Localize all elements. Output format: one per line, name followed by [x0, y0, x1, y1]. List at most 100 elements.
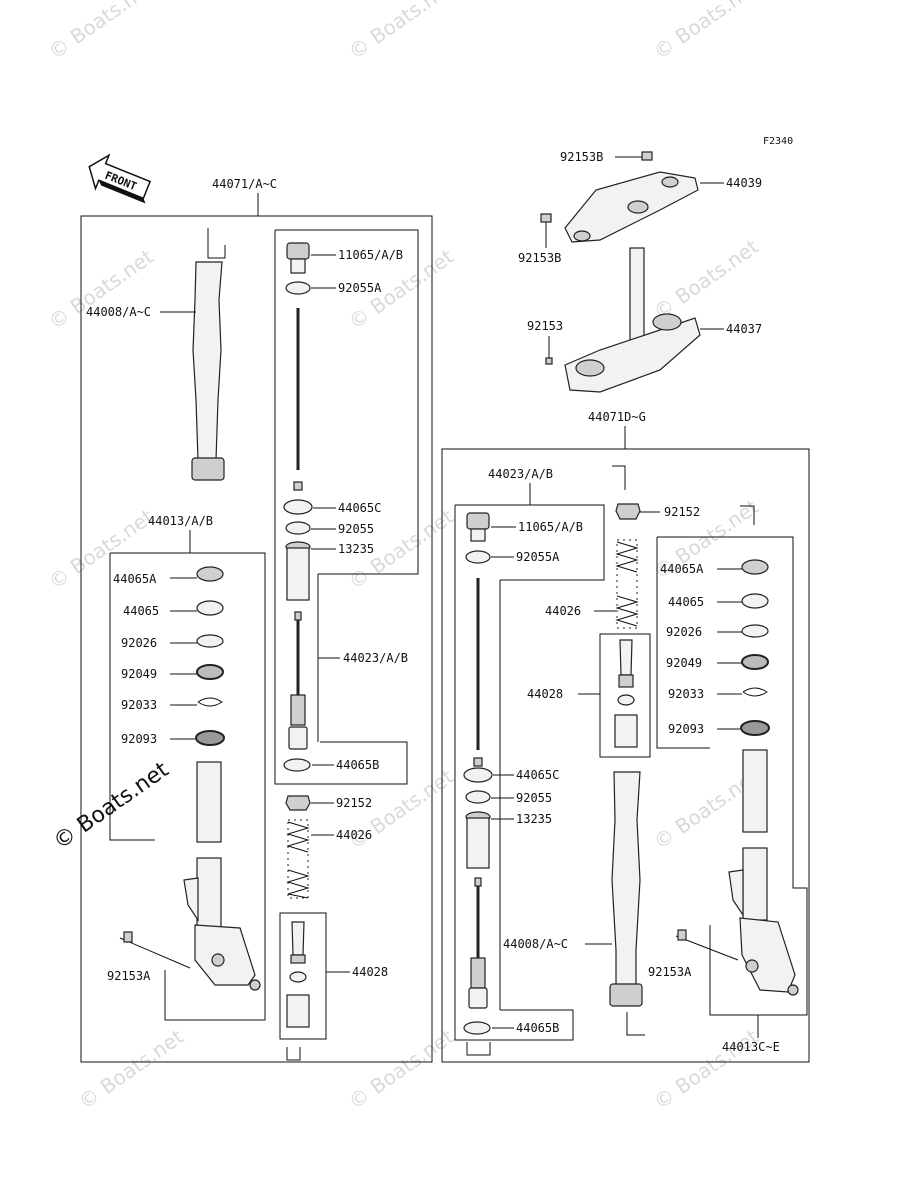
part-label: 13235: [338, 542, 374, 556]
part-label: 44023/A/B: [343, 651, 408, 665]
part-label: 44008/A~C: [86, 305, 151, 319]
outer-box-left: [110, 552, 266, 1021]
part-label: 11065/A/B: [338, 248, 403, 262]
assembly-box-left: [80, 215, 433, 1063]
o-ring: [285, 281, 311, 295]
bushing: [741, 559, 769, 575]
part-label: 44065B: [336, 758, 379, 772]
bushing: [196, 566, 224, 582]
inner-tube-right: [728, 749, 799, 996]
inner-tube-left: [183, 761, 261, 991]
watermark: © Boats.net: [44, 244, 158, 334]
inner-box-left: [275, 229, 419, 575]
part-label: 44065: [668, 595, 704, 609]
part-label: 92093: [121, 732, 157, 746]
bushing: [196, 600, 224, 616]
part-label: 92153A: [648, 965, 692, 979]
outer-box-right: [657, 536, 808, 1016]
part-label: 11065/A/B: [518, 520, 583, 534]
watermark: © Boats.net: [44, 0, 158, 64]
cartridge-left: [288, 611, 308, 750]
part-label: 92152: [336, 796, 372, 810]
part-label: 92153A: [107, 969, 151, 983]
part-label: 13235: [516, 812, 552, 826]
part-label: 44008/A~C: [503, 937, 568, 951]
watermark: © Boats.net: [649, 0, 763, 64]
part-label: 44028: [352, 965, 388, 979]
dust-seal: [195, 730, 225, 746]
lower-bracket-44037: [564, 247, 701, 393]
o-ring: [285, 521, 311, 535]
o-ring: [283, 758, 311, 772]
outer-tube-left: [191, 228, 226, 481]
kit-box-44028-right: [599, 633, 651, 758]
watermark: © Boats.net: [74, 1024, 188, 1114]
o-ring: [465, 790, 491, 804]
part-label: 92026: [121, 636, 157, 650]
part-label: 44037: [726, 322, 762, 336]
dust-seal: [740, 720, 770, 736]
part-label: 92093: [668, 722, 704, 736]
part-label: 92153: [527, 319, 563, 333]
part-label: 92049: [666, 656, 702, 670]
part-label: 44028: [527, 687, 563, 701]
part-label: 92049: [121, 667, 157, 681]
cap-bolt-right: [466, 512, 490, 542]
spacer-kit-left: [286, 921, 310, 1028]
part-label: 92153B: [560, 150, 603, 164]
part-label: 92033: [668, 687, 704, 701]
part-label: 44065A: [660, 562, 704, 576]
part-label: 92026: [666, 625, 702, 639]
washer: [741, 624, 769, 638]
o-ring: [463, 1021, 491, 1035]
part-label: 92152: [664, 505, 700, 519]
nut-92152-right: [615, 503, 641, 520]
part-label: 44065A: [113, 572, 157, 586]
cartridge-right: [468, 877, 488, 1009]
part-label: 44039: [726, 176, 762, 190]
part-label: 92055: [516, 791, 552, 805]
front-arrow-icon: FRONT: [88, 153, 152, 204]
kit-box-44028-left: [279, 912, 327, 1040]
watermark: © Boats.net: [649, 1024, 763, 1114]
washer: [196, 634, 224, 648]
part-label: 92055: [338, 522, 374, 536]
part-label: 92055A: [516, 550, 560, 564]
inner-box-right: [455, 504, 605, 581]
cap-bolt-left: [286, 242, 310, 274]
assembly-label-left: 44071/A~C: [212, 177, 277, 191]
cylinder-13235-left: [285, 541, 311, 601]
bushing: [741, 593, 769, 609]
part-label: 44026: [336, 828, 372, 842]
part-label: 44065C: [338, 501, 381, 515]
outer-tube-right: [609, 771, 645, 1036]
assembly-label-outer-left: 44013/A/B: [148, 514, 213, 528]
bolt-92153A-left: [119, 937, 191, 969]
part-label: 92153B: [518, 251, 561, 265]
part-label: 44065B: [516, 1021, 559, 1035]
o-ring: [463, 767, 493, 783]
watermark: © Boats.net: [344, 0, 458, 64]
o-ring: [465, 550, 491, 564]
watermark: © Boats.net: [649, 234, 763, 324]
upper-bracket-44039: [564, 171, 699, 243]
part-label: 92055A: [338, 281, 382, 295]
oil-seal: [196, 664, 224, 680]
part-label: 44065C: [516, 768, 559, 782]
circlip: [197, 697, 223, 707]
assembly-label-inner-right: 44023/A/B: [488, 467, 553, 481]
o-ring: [283, 499, 313, 515]
figure-code: F2340: [763, 136, 793, 147]
cylinder-13235-right: [465, 811, 491, 869]
circlip: [742, 687, 768, 697]
assembly-box-right: [441, 448, 810, 1063]
spacer-kit-right: [614, 639, 638, 748]
oil-seal: [741, 654, 769, 670]
part-label: 44065: [123, 604, 159, 618]
spring-left: [286, 819, 310, 899]
part-label: 44026: [545, 604, 581, 618]
watermark: © Boats.net: [344, 1024, 458, 1114]
watermark-layer: © Boats.net © Boats.net © Boats.net © Bo…: [44, 0, 763, 1114]
